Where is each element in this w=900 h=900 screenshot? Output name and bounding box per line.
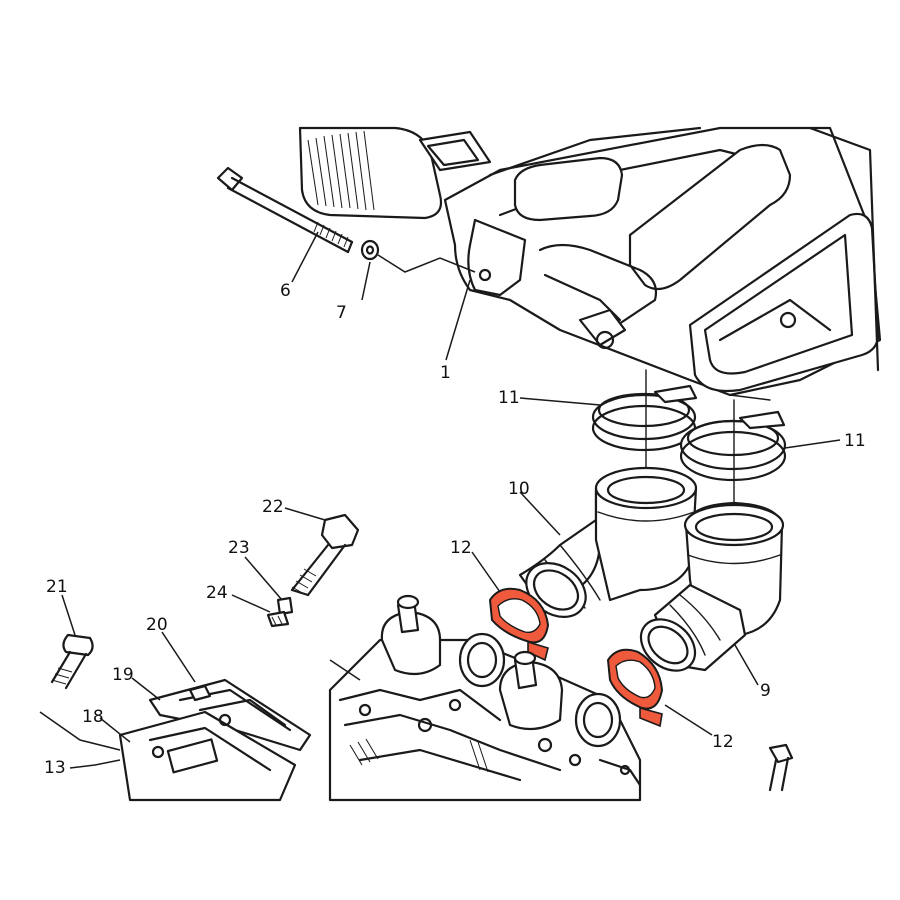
bolt-part-22: [290, 513, 360, 597]
gasket-plates: [118, 678, 312, 802]
callout-10: 10: [508, 479, 530, 499]
callout-1: 1: [440, 363, 451, 383]
air-box: [298, 126, 882, 401]
intake-elbow-part-9: [639, 501, 785, 672]
callout-11-right: 11: [844, 431, 866, 451]
intake-elbow-part-10: [518, 466, 698, 618]
leader-lines: [39, 231, 841, 769]
callout-12-left: 12: [450, 538, 472, 558]
spring-part-24: [266, 610, 290, 628]
callout-22: 22: [262, 497, 284, 517]
callout-6: 6: [280, 281, 291, 301]
callout-12-right: 12: [712, 732, 734, 752]
hose-clamp-part-12-left: [488, 587, 550, 662]
callout-19: 19: [112, 665, 134, 685]
callout-18: 18: [82, 707, 104, 727]
hose-clamp-part-11-right: [679, 410, 787, 482]
washer-part-7: [360, 239, 380, 261]
bolt-part-6: [216, 166, 354, 254]
hose-clamp-part-12-right: [606, 648, 664, 728]
callout-9: 9: [760, 681, 771, 701]
screw-part-23: [276, 596, 294, 616]
small-bolt-lower-right: [768, 743, 794, 792]
callout-13: 13: [44, 758, 66, 778]
callout-11-left: 11: [498, 388, 520, 408]
callout-24: 24: [206, 583, 228, 603]
callout-21: 21: [46, 577, 68, 597]
hose-clamp-part-11-left: [591, 384, 698, 452]
callout-labels: 1 6 7 11 11 10 12 12 9 22 23 24 21 20 19…: [44, 281, 866, 778]
bolt-part-21: [50, 633, 94, 690]
carburetor-assembly: [328, 594, 642, 802]
callout-23: 23: [228, 538, 250, 558]
callout-20: 20: [146, 615, 168, 635]
callout-7: 7: [336, 303, 347, 323]
